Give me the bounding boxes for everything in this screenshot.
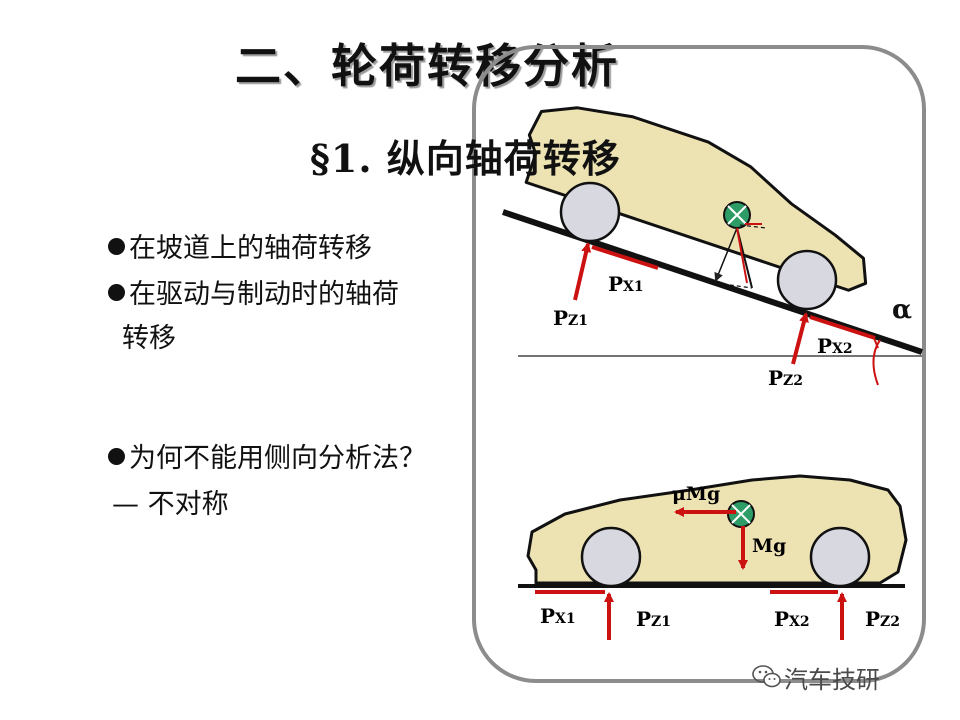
- bullet-drive-brake: 在驱动与制动时的轴荷: [108, 272, 399, 311]
- section-heading: §1. 纵向轴荷转移: [310, 136, 621, 181]
- dashed-component-1: [715, 282, 753, 289]
- angle-alpha-arc: [872, 339, 881, 386]
- label-alpha: α: [892, 295, 912, 325]
- wechat-icon: [752, 665, 781, 688]
- pz2-arrow-top: [791, 312, 809, 365]
- weight-component-line: [714, 227, 738, 282]
- normal-red-line: [736, 227, 748, 284]
- px1-arrow-top: [591, 245, 659, 270]
- front-wheel-top: [559, 181, 621, 243]
- slope-diagram: PX1 PZ1 PX2 PZ2 α: [502, 106, 923, 390]
- dashed-component-2: [739, 224, 767, 229]
- bullet-slope-text: 在坡道上的轴荷转移: [129, 233, 372, 264]
- bullet-dot-icon: [108, 448, 125, 465]
- bullet-question-text: 为何不能用侧向分析法？: [129, 443, 426, 474]
- car-on-slope: [524, 106, 868, 292]
- label-px2-bottom: PX2: [774, 607, 810, 631]
- label-px1-bottom: PX1: [540, 604, 576, 628]
- bullet-slope: 在坡道上的轴荷转移: [108, 226, 372, 265]
- label-px1-top: PX1: [608, 272, 644, 296]
- bullet-answer: — 不对称: [112, 489, 229, 520]
- bullet-drive-brake-text: 在驱动与制动时的轴荷: [129, 279, 399, 310]
- diagram-frame: [472, 45, 926, 683]
- bullet-dot-icon: [108, 284, 125, 301]
- label-px2-top: PX2: [817, 334, 853, 358]
- label-pz1-bottom: PZ1: [636, 607, 671, 631]
- label-umg: μMg: [672, 483, 720, 505]
- rear-wheel-bottom: [809, 526, 871, 588]
- pz1-arrow-top: [573, 242, 592, 301]
- label-pz2-bottom: PZ2: [865, 607, 900, 631]
- px2-arrow-top: [809, 315, 876, 340]
- label-mg: Mg: [752, 535, 786, 557]
- rear-wheel-top: [776, 249, 838, 311]
- angle-alpha-tick: [873, 337, 879, 349]
- bullet-dot-icon: [108, 238, 125, 255]
- bullet-question: 为何不能用侧向分析法？: [108, 436, 426, 475]
- label-pz2-top: PZ2: [768, 366, 803, 390]
- front-wheel-bottom: [580, 526, 642, 588]
- bullet-drive-brake-continued: 转移: [122, 323, 176, 354]
- flat-diagram: μMg Mg PX1 PZ1 PX2 PZ2: [518, 474, 908, 640]
- label-pz1-top: PZ1: [553, 306, 588, 330]
- watermark: 汽车技研: [784, 666, 880, 694]
- cg-marker-top: [723, 201, 751, 229]
